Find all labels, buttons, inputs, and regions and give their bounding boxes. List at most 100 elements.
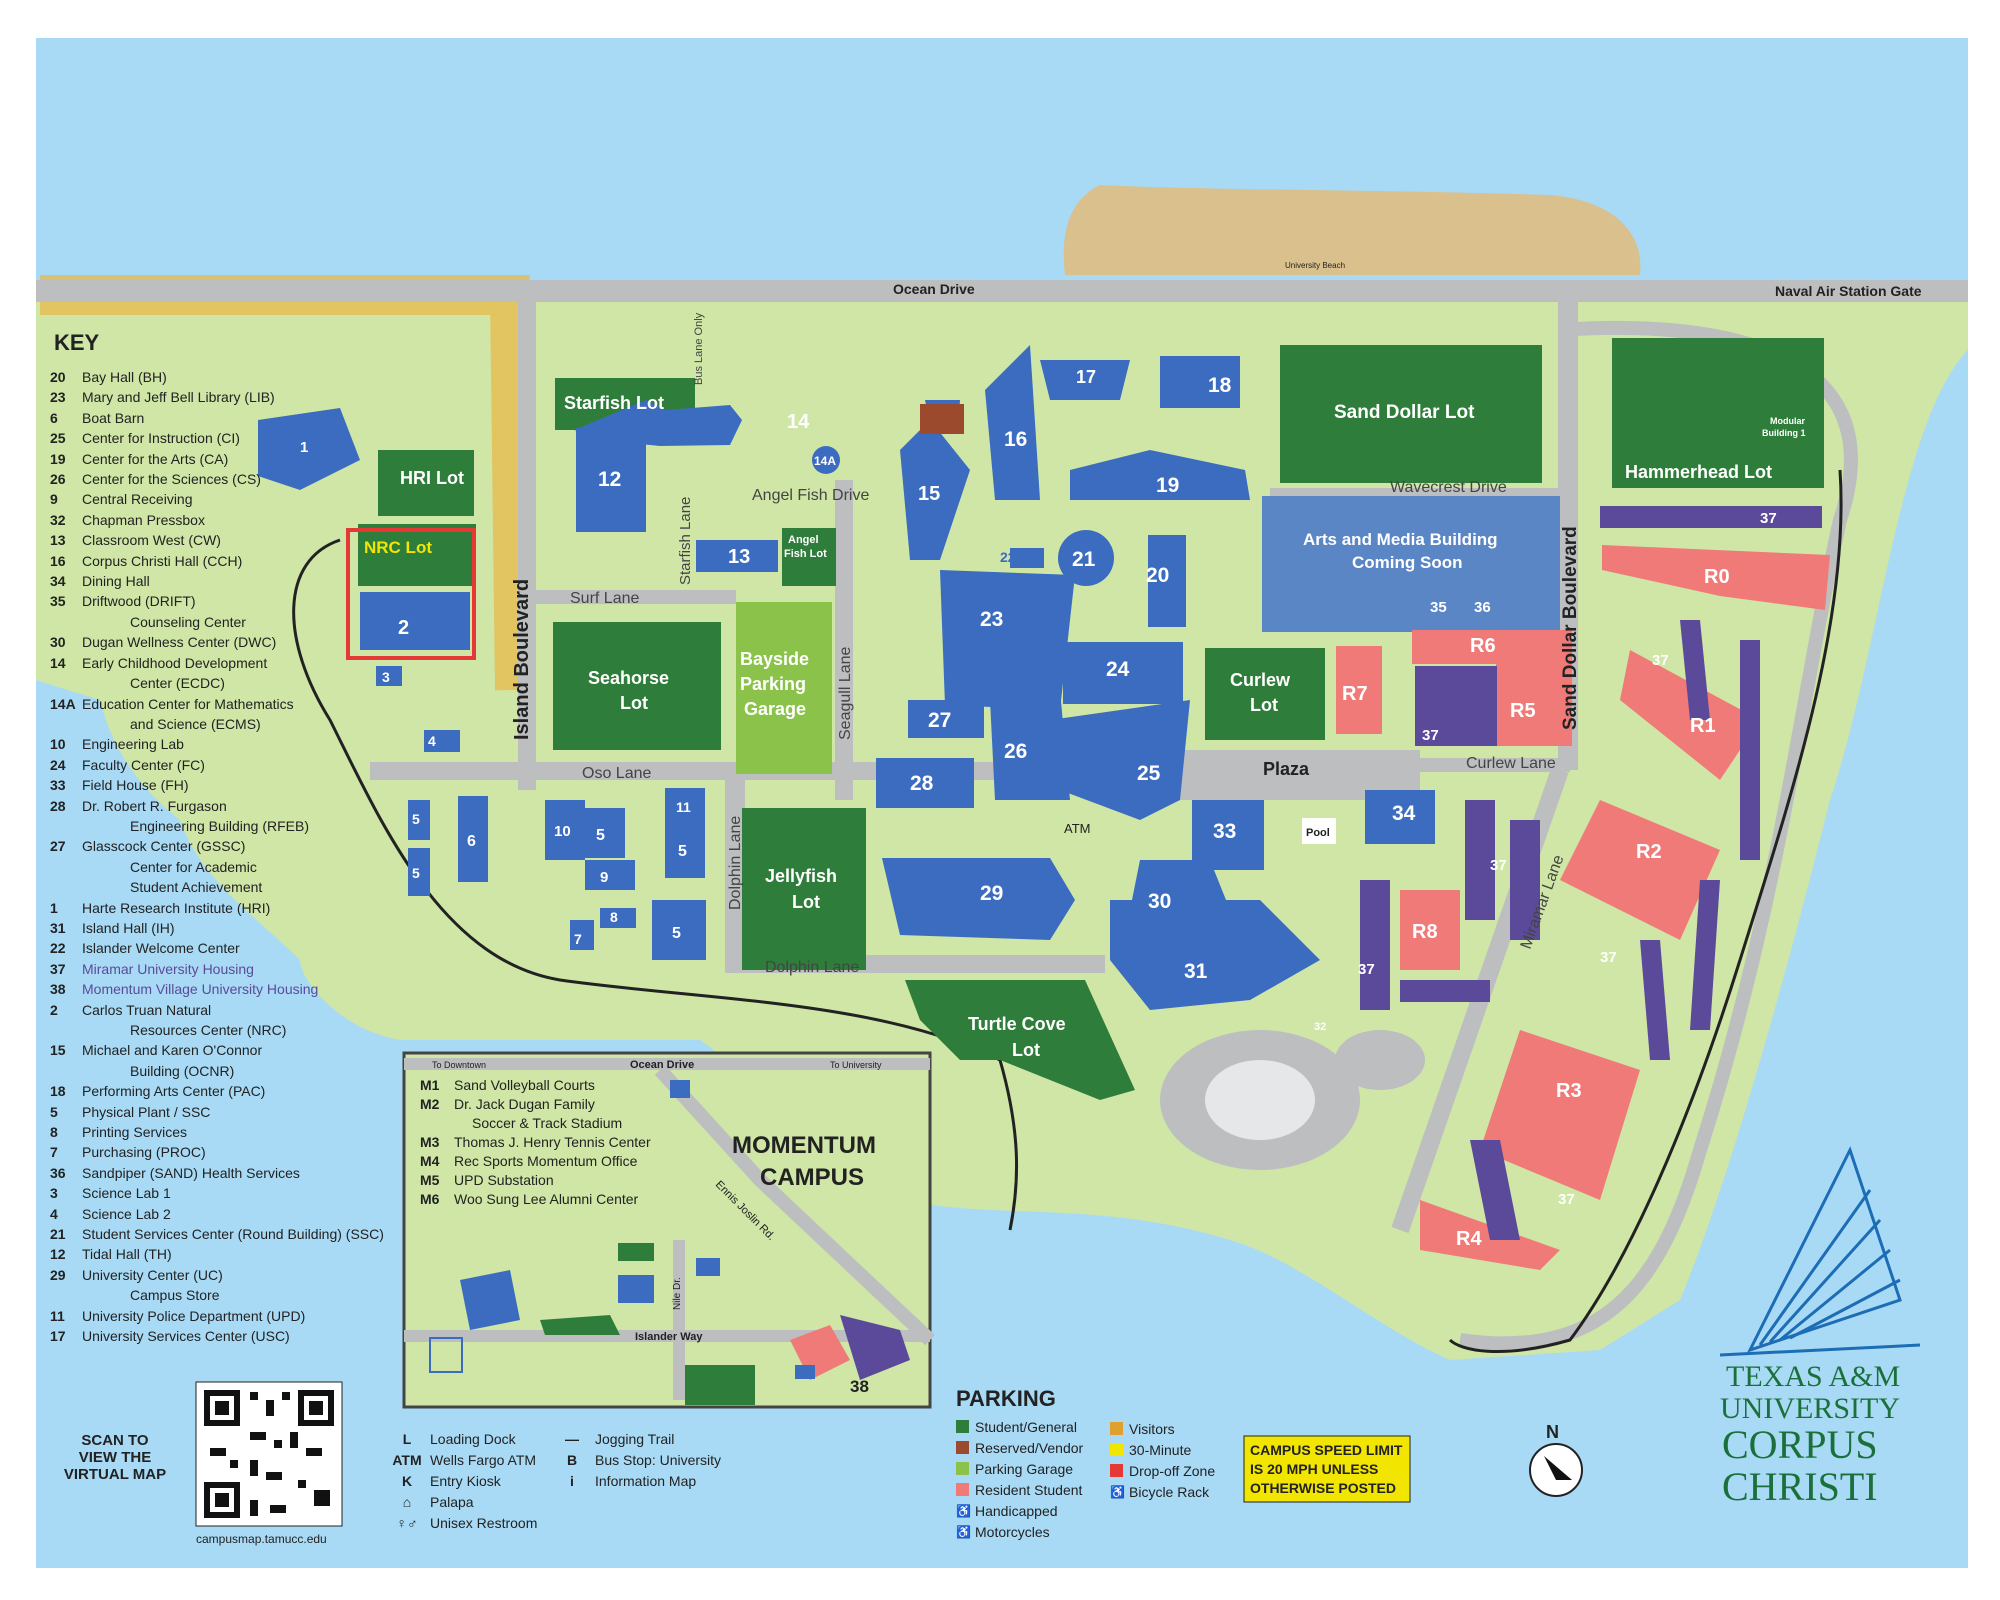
tamucc-logo-icon xyxy=(1719,1146,1921,1357)
bnum-5c: 5 xyxy=(596,827,605,844)
sand-dollar-lot-label: Sand Dollar Lot xyxy=(1334,402,1475,423)
key-entry-number: 37 xyxy=(50,960,66,977)
parking-legend-entry: ♿Motorcycles xyxy=(956,1521,1083,1542)
momentum-entry-code: M1 xyxy=(420,1076,440,1093)
bnum-38: 38 xyxy=(850,1377,869,1396)
parking-legend-label: Parking Garage xyxy=(975,1460,1074,1477)
key-entry-name: University Services Center (USC) xyxy=(82,1328,290,1345)
seahorse-lot-label-2: Lot xyxy=(620,693,648,713)
momentum-entry-name: Thomas J. Henry Tennis Center xyxy=(454,1133,651,1150)
momentum-entry-code: M2 xyxy=(420,1095,440,1112)
key-entry-number xyxy=(50,1061,82,1081)
jellyfish-lot[interactable] xyxy=(742,808,866,970)
key-entry-number: 27 xyxy=(50,838,66,855)
seahorse-lot[interactable] xyxy=(553,622,721,750)
bnum-15: 15 xyxy=(918,483,940,505)
key-entry-name: Bay Hall (BH) xyxy=(82,369,167,385)
hri-lot[interactable] xyxy=(378,450,474,516)
key-entry-name: Mary and Jeff Bell Library (LIB) xyxy=(82,389,275,406)
key-entry-name: Sandpiper (SAND) Health Services xyxy=(82,1164,300,1181)
key-entry-number: 16 xyxy=(50,552,66,569)
bayside-label-2: Parking xyxy=(740,674,806,694)
nrc-lot[interactable] xyxy=(358,524,476,586)
momentum-entry-code: M5 xyxy=(420,1171,440,1188)
housing-37 xyxy=(1360,506,1822,1240)
bnum-37-courtyard: 37 xyxy=(1422,727,1439,744)
surf-lane-label: Surf Lane xyxy=(570,590,639,607)
hammerhead-lot[interactable] xyxy=(1612,338,1824,488)
key-entry-number: 9 xyxy=(50,491,58,508)
key-entry-number: 25 xyxy=(50,430,66,447)
bayside-parking-garage[interactable] xyxy=(736,602,832,774)
bnum-9: 9 xyxy=(600,869,608,886)
nrc-highlight-box xyxy=(346,528,476,660)
symbol-legend-icon: B xyxy=(566,1451,578,1468)
scan-url[interactable]: campusmap.tamucc.edu xyxy=(196,1532,327,1546)
key-entry: Engineering Building (RFEB) xyxy=(50,816,390,836)
bnum-5a: 5 xyxy=(412,811,420,827)
bnum-36: 36 xyxy=(1474,599,1491,616)
building-5b xyxy=(408,848,430,896)
speed-limit-box xyxy=(1243,1435,1411,1503)
key-entry-name: Field House (FH) xyxy=(82,777,189,794)
key-entry-name: Dining Hall xyxy=(82,573,150,590)
key-entry-number: 14 xyxy=(50,654,66,671)
key-entry-number: 35 xyxy=(50,593,66,610)
housing-37-e xyxy=(1680,620,1710,720)
parking-legend-entry: Visitors xyxy=(1110,1418,1215,1439)
key-entry-number: 1 xyxy=(50,899,58,916)
building-3 xyxy=(376,666,402,686)
building-7 xyxy=(570,920,594,950)
pool-box xyxy=(1302,818,1336,844)
qr-code[interactable] xyxy=(195,1381,343,1527)
r7-label: R7 xyxy=(1342,683,1368,705)
r0-label: R0 xyxy=(1704,566,1730,588)
key-entry-number: 31 xyxy=(50,919,66,936)
building-13 xyxy=(696,540,778,572)
arts-media-building xyxy=(1262,496,1560,632)
key-entry-name: Classroom West (CW) xyxy=(82,532,221,549)
bnum-8: 8 xyxy=(610,909,618,925)
symbol-legend-icon: ♀♂ xyxy=(396,1514,418,1531)
key-entry-number: 6 xyxy=(50,409,58,426)
building-24 xyxy=(1063,642,1183,704)
turtle-cove-label-2: Lot xyxy=(1012,1040,1040,1060)
hammerhead-lot-label: Hammerhead Lot xyxy=(1625,462,1772,482)
key-entry-name: Glasscock Center (GSSC) xyxy=(82,838,246,855)
parking-legend-swatch xyxy=(956,1483,969,1496)
parking-legend-label: Reserved/Vendor xyxy=(975,1439,1084,1456)
key-entry-name: Center for Academic xyxy=(130,858,257,875)
key-entry-name: Center (ECDC) xyxy=(130,675,225,692)
angelfish-lot[interactable] xyxy=(782,528,836,586)
momentum-m4 xyxy=(795,1365,815,1379)
key-entry-name: Harte Research Institute (HRI) xyxy=(82,899,271,916)
bnum-16: 16 xyxy=(1004,428,1027,451)
key-entry-number: 11 xyxy=(50,1307,65,1324)
bnum-21: 21 xyxy=(1072,548,1096,571)
sand-dollar-lot[interactable] xyxy=(1280,345,1542,483)
logo-line-2: UNIVERSITY xyxy=(1720,1392,1900,1425)
housing-37-b xyxy=(1510,820,1540,940)
turtle-cove-lot[interactable] xyxy=(905,980,1135,1100)
key-entry-name: Faculty Center (FC) xyxy=(82,756,205,773)
momentum-islander-way-label: Islander Way xyxy=(635,1331,703,1343)
bnum-17: 17 xyxy=(1076,367,1096,387)
building-22 xyxy=(1010,548,1044,568)
key-entry-name: Chapman Pressbox xyxy=(82,511,205,528)
symbol-legend-label: Palapa xyxy=(430,1493,474,1510)
starfish-lane-label: Starfish Lane xyxy=(677,497,694,585)
key-entry: Resources Center (NRC) xyxy=(50,1020,390,1040)
dolphin-lane-h-label: Dolphin Lane xyxy=(765,959,859,976)
r1-label: R1 xyxy=(1690,715,1716,737)
curlew-lot[interactable] xyxy=(1205,648,1325,740)
r4-label: R4 xyxy=(1456,1228,1482,1250)
key-entry-number: 18 xyxy=(50,1083,66,1100)
